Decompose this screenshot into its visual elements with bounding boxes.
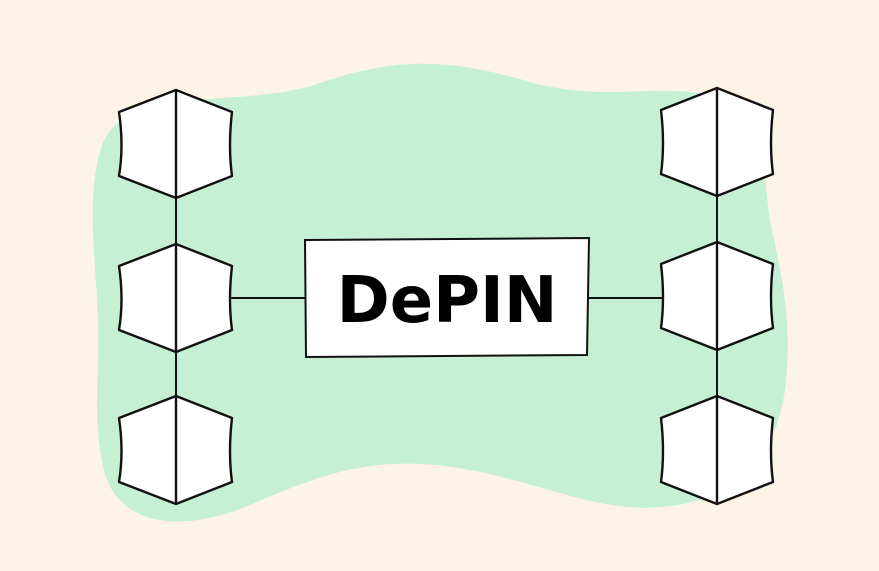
center-label: DePIN <box>337 264 558 338</box>
left-node-3 <box>117 394 234 506</box>
right-node-2 <box>659 240 775 352</box>
left-node-1 <box>117 88 234 200</box>
center-label-box: DePIN <box>303 236 591 359</box>
right-node-3 <box>659 394 775 506</box>
left-node-2 <box>117 242 234 354</box>
right-node-1 <box>659 86 775 198</box>
